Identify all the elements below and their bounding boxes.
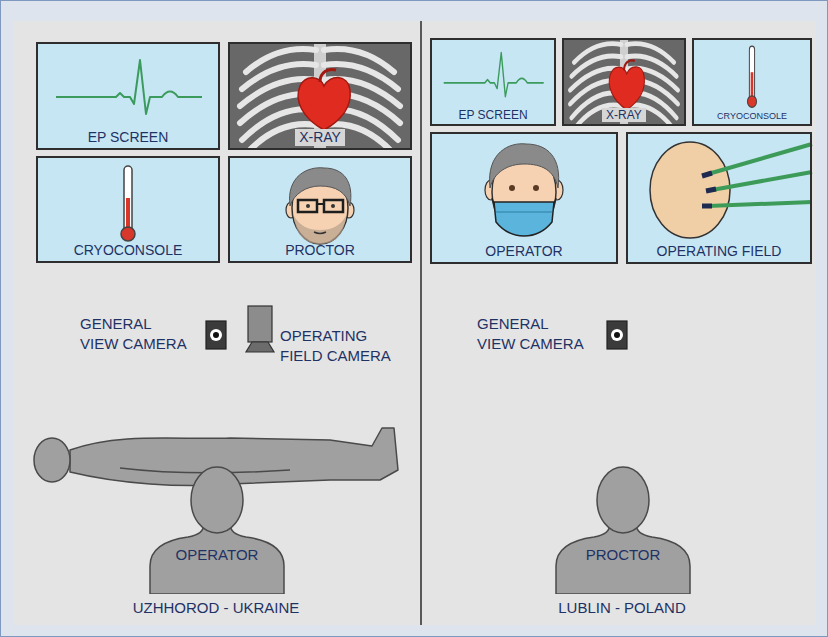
node-label: X-RAY bbox=[295, 129, 345, 146]
node-label: CRYOCONSOLE bbox=[717, 111, 787, 122]
text-label: GENERAL VIEW CAMERA bbox=[477, 314, 589, 353]
node-label: EP SCREEN bbox=[88, 129, 169, 146]
node-label: OPERATOR bbox=[176, 546, 259, 564]
video-monitor: OPERATOR bbox=[430, 132, 618, 264]
video-monitor: OPERATING FIELD bbox=[626, 132, 812, 264]
node-label: PROCTOR bbox=[285, 242, 355, 259]
person-silhouette: OPERATOR bbox=[148, 466, 286, 594]
ep-monitor: EP SCREEN bbox=[36, 42, 220, 150]
cryoconsole-monitor: CRYOCONSOLE bbox=[692, 38, 812, 126]
xray-monitor: X-RAY bbox=[562, 38, 686, 126]
video-monitor: PROCTOR bbox=[228, 156, 412, 263]
ep-monitor: EP SCREEN bbox=[430, 38, 556, 126]
text-label: UZHHOROD - UKRAINE bbox=[106, 598, 326, 618]
silhouette-shape bbox=[554, 466, 692, 594]
node-label: X-RAY bbox=[602, 108, 646, 122]
text-label: LUBLIN - POLAND bbox=[512, 598, 732, 618]
text-label: OPERATING FIELD CAMERA bbox=[280, 326, 398, 365]
person-silhouette: PROCTOR bbox=[554, 466, 692, 594]
xray-monitor: X-RAY bbox=[228, 42, 412, 150]
node-label: OPERATOR bbox=[485, 243, 562, 260]
node-label: OPERATING FIELD bbox=[657, 243, 782, 260]
node-label: PROCTOR bbox=[586, 546, 661, 564]
node-label: EP SCREEN bbox=[458, 108, 527, 122]
node-label: CRYOCONSOLE bbox=[74, 242, 183, 259]
silhouette-shape bbox=[148, 466, 286, 594]
cryoconsole-monitor: CRYOCONSOLE bbox=[36, 156, 220, 263]
text-label: GENERAL VIEW CAMERA bbox=[80, 314, 192, 353]
